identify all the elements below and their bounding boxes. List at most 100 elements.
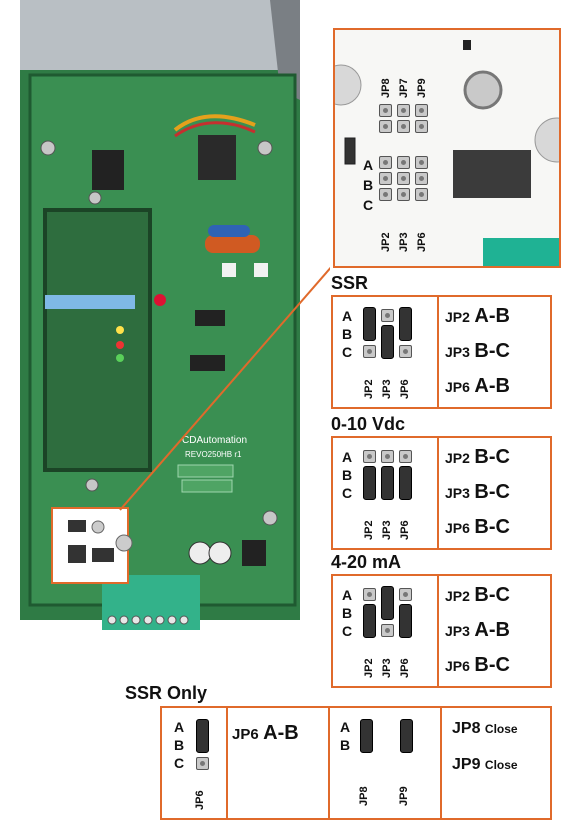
led-icon — [116, 354, 124, 362]
jumper-cap-bc — [381, 325, 394, 359]
enclosure-top — [20, 0, 300, 70]
led-icon — [154, 294, 166, 306]
vdc-setting-jp3: JP3 B-C — [445, 481, 510, 503]
header-pin — [381, 624, 394, 637]
col-label: JP6 — [399, 520, 411, 540]
zoom-row-c: C — [363, 197, 374, 213]
heatsink — [43, 208, 152, 472]
ic-chip — [92, 150, 124, 190]
vdc-title: 0-10 Vdc — [331, 414, 406, 434]
col-label: JP9 — [398, 786, 410, 806]
header-pin — [399, 588, 412, 601]
ssr-only-jp6-diagram: A B C JP6 — [162, 708, 228, 818]
jumper-cap-ab — [381, 586, 394, 620]
header-pin — [379, 104, 392, 117]
header-pin — [379, 120, 392, 133]
col-label: JP3 — [381, 520, 393, 540]
col-label: JP6 — [194, 790, 206, 810]
jumper-cap-ab — [196, 719, 209, 753]
row-b-label: B — [342, 467, 353, 483]
col-label: JP6 — [399, 658, 411, 678]
header-pin — [363, 345, 376, 358]
header-pin — [415, 104, 428, 117]
jumper-zoom-panel: JP8 JP7 JP9 A B C JP2 JP3 JP6 — [333, 28, 561, 268]
ssr-setting-jp3: JP3 B-C — [445, 340, 510, 362]
row-b-label: B — [342, 605, 353, 621]
header-pin — [397, 188, 410, 201]
vdc-setting-jp2: JP2 B-C — [445, 446, 510, 468]
header-pin — [363, 588, 376, 601]
sensor — [222, 263, 236, 277]
row-a-label: A — [342, 449, 353, 465]
ic-chip — [195, 310, 225, 326]
jumper-cap-bc — [381, 466, 394, 500]
zoom-top-label-3: JP9 — [416, 78, 428, 98]
zoom-row-b: B — [363, 177, 374, 193]
led-icon — [116, 326, 124, 334]
ssr-only-box: A B C JP6 JP6 A-B A B JP8 JP9 JP8 Close … — [160, 706, 552, 820]
screw-icon — [262, 510, 278, 526]
zoom-bottom-label-2: JP3 — [398, 232, 410, 252]
zoom-top-label-2: JP7 — [398, 78, 410, 98]
light-pipe — [45, 295, 135, 309]
header-pin — [415, 188, 428, 201]
ma-title: 4-20 mA — [331, 552, 402, 572]
col-label: JP3 — [381, 658, 393, 678]
vdc-config-box: A B C JP2 JP3 JP6 JP2 B-C JP3 B-C JP6 B-… — [331, 436, 552, 550]
header-pin — [399, 450, 412, 463]
header-pin — [363, 450, 376, 463]
zoom-bottom-label-1: JP2 — [380, 232, 392, 252]
ssr-only-setting-jp8: JP8 Close — [452, 720, 518, 737]
col-label: JP2 — [363, 379, 375, 399]
row-a-label: A — [342, 587, 353, 603]
board-brand: CDAutomation — [182, 435, 247, 446]
ma-jumper-diagram: A B C JP2 JP3 JP6 — [333, 576, 439, 686]
zoom-bottom-label-3: JP6 — [416, 232, 428, 252]
col-label: JP2 — [363, 520, 375, 540]
ssr-title: SSR — [331, 273, 369, 293]
capacitor — [205, 235, 260, 253]
col-label: JP6 — [399, 379, 411, 399]
pointer-line — [119, 266, 330, 511]
relay-component — [198, 135, 236, 180]
screw-icon — [40, 140, 56, 156]
jumper-cap-bc — [363, 604, 376, 638]
capacitor — [188, 541, 212, 565]
col-label: JP8 — [358, 786, 370, 806]
row-c-label: C — [342, 485, 353, 501]
ma-setting-jp2: JP2 B-C — [445, 584, 510, 606]
capacitor — [208, 225, 250, 237]
ssr-only-jp6-setting-cell: JP6 A-B — [226, 708, 330, 818]
board-marking — [181, 479, 233, 493]
row-a-label: A — [342, 308, 353, 324]
ssr-only-setting-jp9: JP9 Close — [452, 756, 518, 773]
ssr-only-setting-jp6: JP6 A-B — [232, 722, 299, 744]
board-model: REVO250HB r1 — [185, 450, 242, 459]
header-pin — [415, 172, 428, 185]
header-pin — [381, 450, 394, 463]
capacitor — [208, 541, 232, 565]
ssr-only-title: SSR Only — [125, 683, 208, 703]
jumper-cap-bc — [363, 466, 376, 500]
screw-icon — [85, 478, 99, 492]
ssr-setting-jp6: JP6 A-B — [445, 375, 510, 397]
header-pin — [379, 156, 392, 169]
sensor — [254, 263, 268, 277]
header-pin — [415, 156, 428, 169]
header-pin — [379, 188, 392, 201]
row-b-label: B — [342, 326, 353, 342]
col-label: JP2 — [363, 658, 375, 678]
ic-chip — [190, 355, 225, 371]
vdc-jumper-diagram: A B C JP2 JP3 JP6 — [333, 438, 439, 548]
zoom-illustration — [335, 40, 559, 266]
jumper-cap-ab — [399, 307, 412, 341]
vdc-setting-jp6: JP6 B-C — [445, 516, 510, 538]
ssr-jumper-diagram: A B C JP2 JP3 JP6 — [333, 297, 439, 407]
screw-icon — [257, 140, 273, 156]
header-pin — [379, 172, 392, 185]
jumper-cap-jp9 — [400, 719, 413, 753]
ic-chip — [242, 540, 266, 566]
header-pin — [397, 104, 410, 117]
jumper-cap-jp8 — [360, 719, 373, 753]
jumper-cap-ab — [363, 307, 376, 341]
